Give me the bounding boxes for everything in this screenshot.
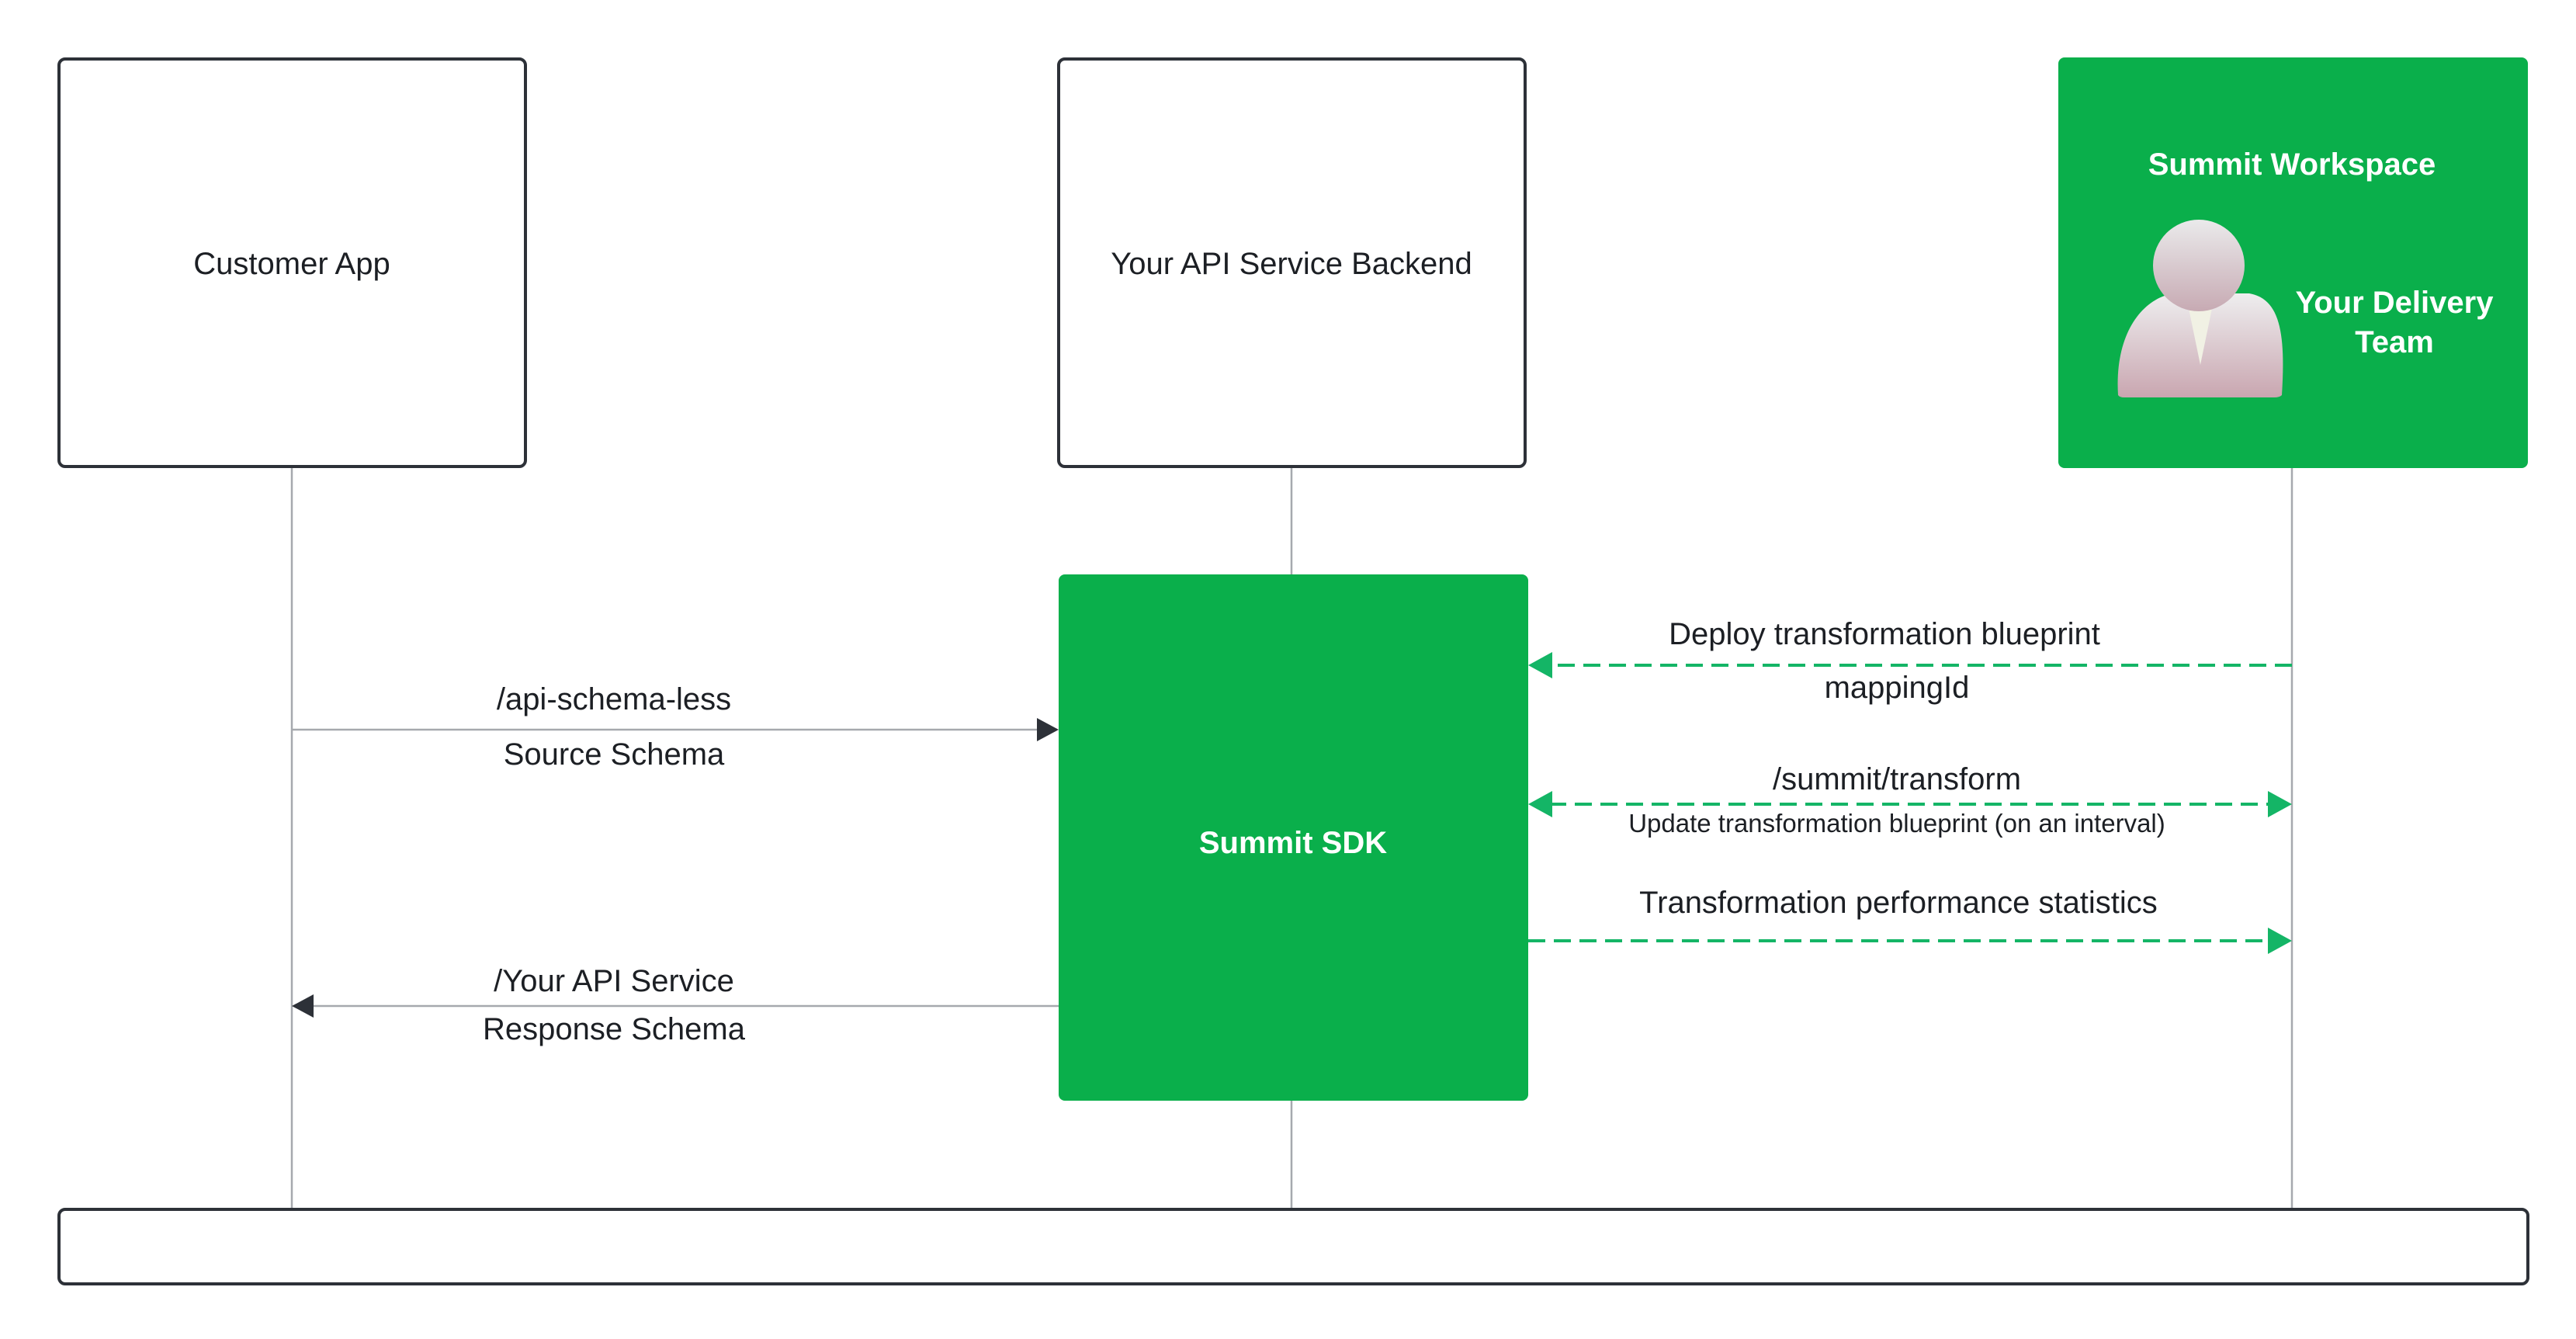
mapping-id-label: mappingId (1825, 671, 1970, 705)
request-arrowhead (1037, 718, 1059, 741)
transform-path-label: /summit/transform (1773, 762, 2021, 796)
summit-sdk-box[interactable] (1059, 574, 1528, 1101)
response-path-label: /Your API Service (494, 964, 734, 998)
customer-app-label: Customer App (193, 247, 390, 281)
stats-arrowhead (2268, 928, 2292, 954)
person-icon (2117, 220, 2283, 397)
stats-label: Transformation performance statistics (1639, 886, 2158, 920)
deploy-arrowhead (1528, 652, 1552, 678)
request-schema-label: Source Schema (504, 737, 725, 772)
update-blueprint-label: Update transformation blueprint (on an i… (1628, 809, 2165, 838)
api-backend-box[interactable] (1057, 57, 1527, 468)
response-arrowhead (292, 994, 314, 1018)
delivery-team-label-line1: Your Delivery (2296, 286, 2495, 320)
transform-arrowhead-left (1528, 791, 1552, 817)
summit-workspace-title: Summit Workspace (2148, 147, 2436, 182)
request-path-label: /api-schema-less (497, 682, 731, 716)
transform-arrowhead-right (2268, 791, 2292, 817)
delivery-team-label-line2: Team (2355, 325, 2434, 359)
api-backend-label: Your API Service Backend (1111, 247, 1472, 281)
summit-sdk-label: Summit SDK (1199, 826, 1387, 860)
summit-workspace-box[interactable] (2058, 57, 2528, 468)
customer-app-box[interactable] (57, 57, 527, 468)
bottom-frame (57, 1208, 2529, 1285)
deploy-label: Deploy transformation blueprint (1669, 617, 2100, 651)
lifelines (290, 467, 2293, 1209)
response-schema-label: Response Schema (483, 1012, 746, 1046)
